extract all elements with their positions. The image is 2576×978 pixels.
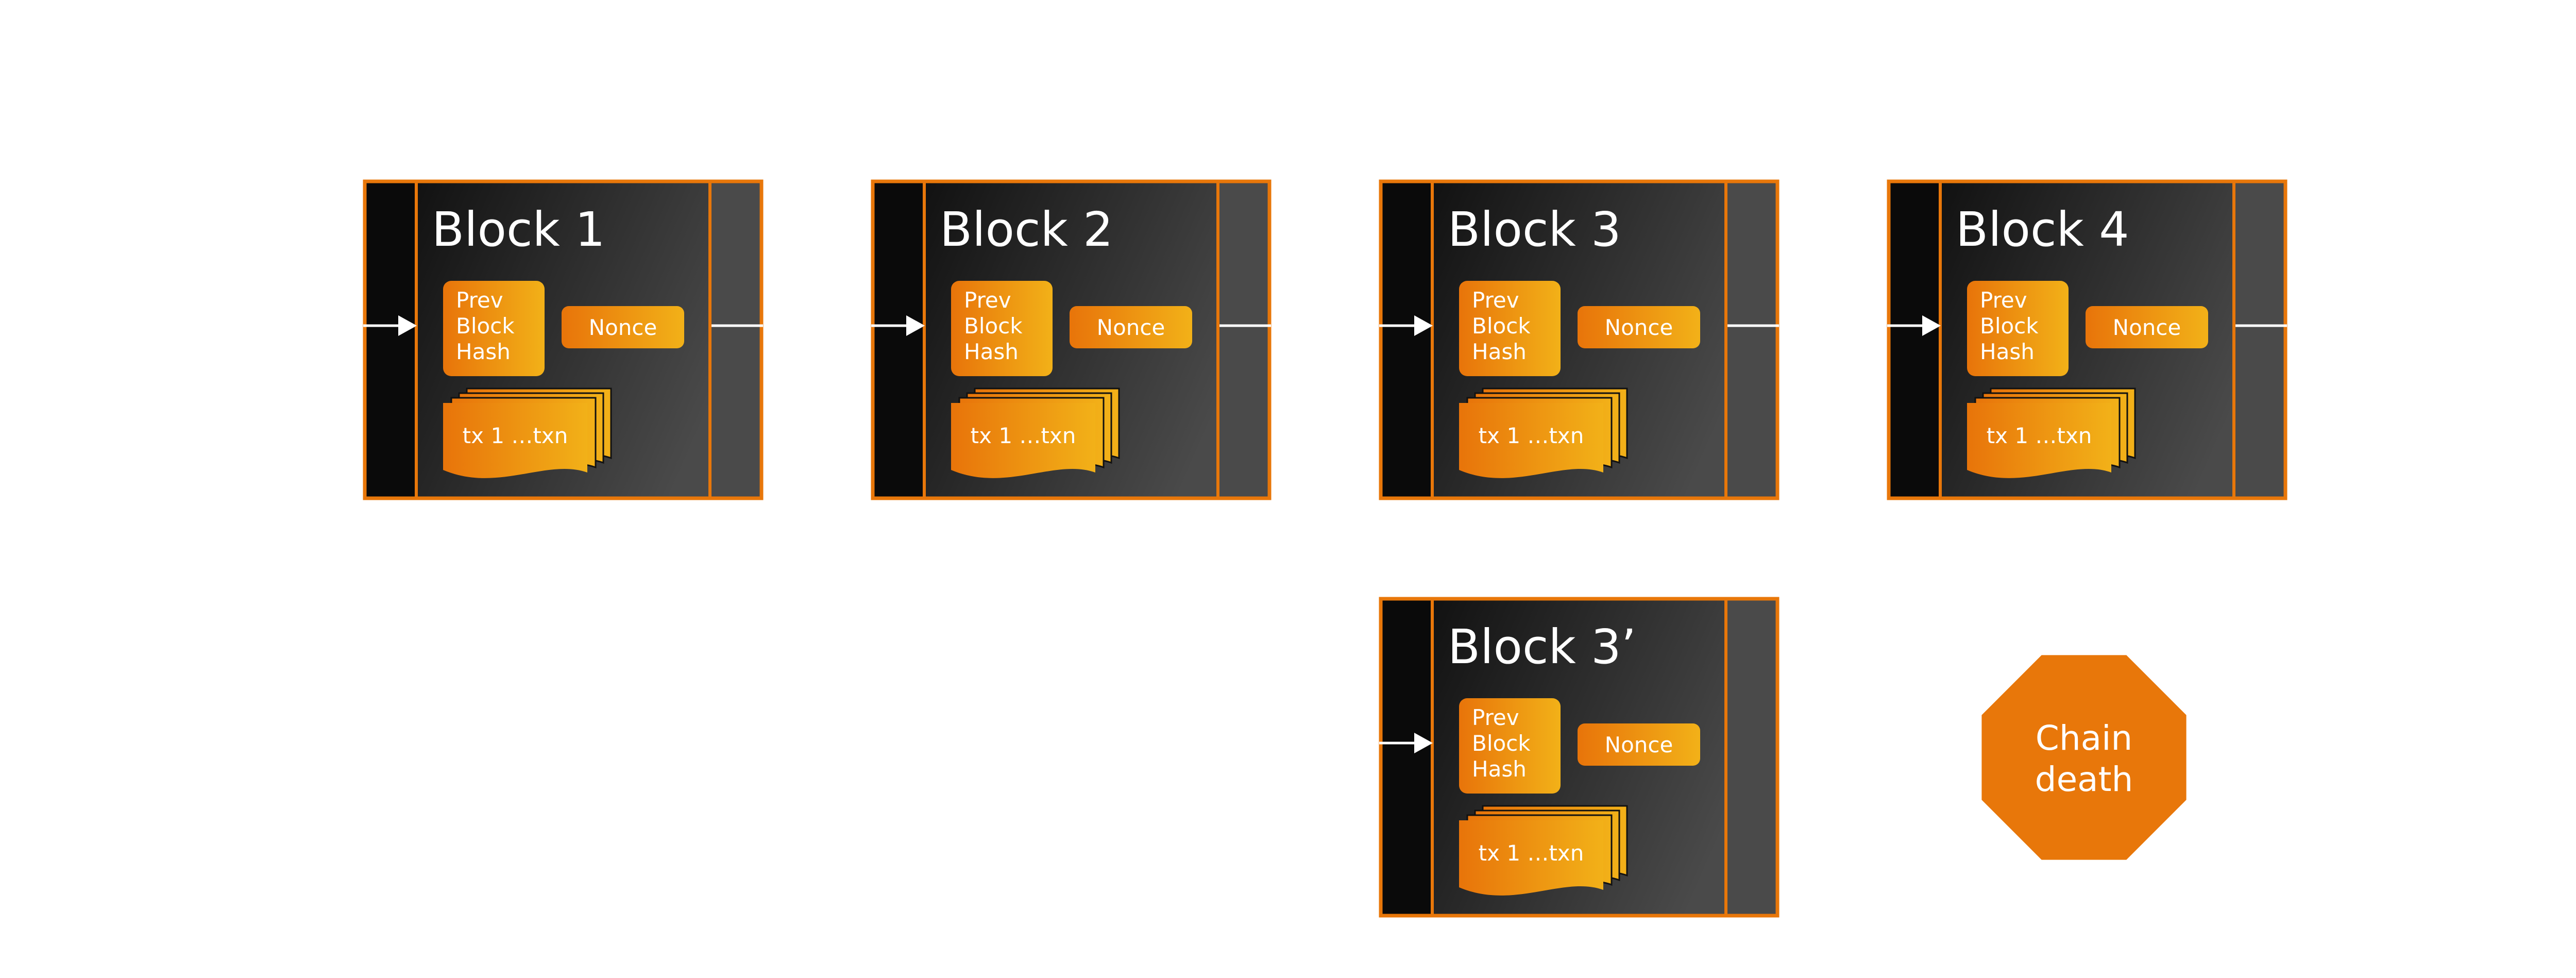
- prev-block-hash-label: Hash: [964, 339, 1019, 364]
- block-footer-strip: [2234, 181, 2285, 498]
- nonce-shape: [2086, 306, 2208, 348]
- transaction-page-front: [1967, 403, 2111, 478]
- transaction-page-front: [951, 403, 1095, 478]
- nonce-label: Nonce: [1605, 315, 1673, 340]
- incoming-link-arrowhead: [1414, 315, 1433, 336]
- block-header-strip: [1381, 181, 1432, 498]
- block-title: Block 1: [432, 202, 605, 257]
- prev-block-hash-shape: [443, 281, 545, 376]
- incoming-link-arrowhead: [1922, 315, 1941, 336]
- block-footer-strip: [1218, 181, 1269, 498]
- transactions-label: tx 1 …txn: [971, 423, 1076, 448]
- nonce-label: Nonce: [1605, 732, 1673, 757]
- nonce-box: Nonce: [562, 306, 684, 348]
- nonce-label: Nonce: [2113, 315, 2181, 340]
- incoming-link-arrowhead: [906, 315, 925, 336]
- nonce-box: Nonce: [1070, 306, 1192, 348]
- block-title: Block 4: [1956, 202, 2129, 257]
- incoming-link-arrowhead: [398, 315, 417, 336]
- nonce-shape: [1070, 306, 1192, 348]
- nonce-shape: [1578, 723, 1700, 766]
- block-title: Block 3: [1448, 202, 1621, 257]
- transactions-label: tx 1 …txn: [1987, 423, 2092, 448]
- chain-death-octagon: [1981, 655, 2187, 860]
- prev-block-hash-label: Block: [1472, 313, 1531, 339]
- prev-block-hash-label: Block: [964, 313, 1023, 339]
- transaction-page-front: [1459, 403, 1603, 478]
- prev-block-hash-label: Hash: [1980, 339, 2035, 364]
- prev-block-hash-label: Prev: [1472, 288, 1519, 313]
- nonce-box: Nonce: [2086, 306, 2208, 348]
- block-header-strip: [1381, 599, 1432, 916]
- transactions-label: tx 1 …txn: [1479, 840, 1584, 866]
- nonce-box: Nonce: [1578, 723, 1700, 766]
- prev-block-hash-label: Prev: [456, 288, 503, 313]
- transactions-stack: tx 1 …txn: [1459, 387, 1628, 478]
- nonce-label: Nonce: [589, 315, 657, 340]
- transactions-label: tx 1 …txn: [463, 423, 568, 448]
- block-footer-strip: [1726, 599, 1777, 916]
- nonce-box: Nonce: [1578, 306, 1700, 348]
- prev-block-hash-label: Hash: [1472, 756, 1527, 782]
- transactions-stack: tx 1 …txn: [443, 387, 612, 478]
- prev-block-hash-shape: [1459, 281, 1561, 376]
- prev-block-hash-label: Hash: [456, 339, 511, 364]
- nonce-shape: [1578, 306, 1700, 348]
- block-header-strip: [873, 181, 924, 498]
- block-title: Block 3’: [1448, 619, 1636, 675]
- transactions-stack: tx 1 …txn: [1459, 805, 1628, 896]
- block-footer-strip: [710, 181, 761, 498]
- prev-block-hash-shape: [1459, 698, 1561, 794]
- nonce-label: Nonce: [1097, 315, 1165, 340]
- prev-block-hash-label: Block: [1980, 313, 2039, 339]
- block-title: Block 2: [940, 202, 1113, 257]
- block-header-strip: [365, 181, 416, 498]
- incoming-link-arrowhead: [1414, 733, 1433, 753]
- block-frame: [1379, 597, 1780, 918]
- block-frame: [1887, 179, 2287, 500]
- block-frame: [363, 179, 764, 500]
- block-frame: [871, 179, 1272, 500]
- prev-block-hash-label: Prev: [1472, 705, 1519, 730]
- prev-block-hash-label: Prev: [964, 288, 1011, 313]
- prev-block-hash-shape: [951, 281, 1053, 376]
- prev-block-hash-label: Block: [1472, 731, 1531, 756]
- prev-block-hash-shape: [1967, 281, 2069, 376]
- prev-block-hash-label: Block: [456, 313, 515, 339]
- chain-death-label: Chain: [2036, 718, 2133, 758]
- chain-death-label: death: [2035, 760, 2133, 799]
- transaction-page-front: [1459, 820, 1603, 896]
- transaction-page-front: [443, 403, 587, 478]
- prev-block-hash-label: Prev: [1980, 288, 2027, 313]
- block-frame: [1379, 179, 1780, 500]
- block-footer-strip: [1726, 181, 1777, 498]
- transactions-stack: tx 1 …txn: [951, 387, 1120, 478]
- block-header-strip: [1889, 181, 1940, 498]
- prev-block-hash-label: Hash: [1472, 339, 1527, 364]
- transactions-stack: tx 1 …txn: [1967, 387, 2136, 478]
- transactions-label: tx 1 …txn: [1479, 423, 1584, 448]
- nonce-shape: [562, 306, 684, 348]
